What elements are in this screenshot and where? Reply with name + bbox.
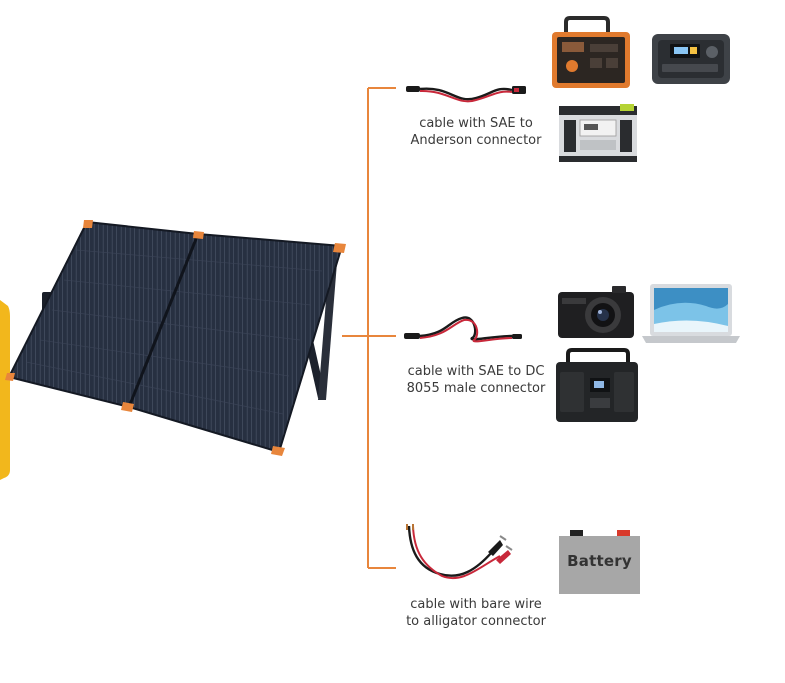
folding-solar-panel bbox=[5, 220, 346, 456]
goal-zero-yeti-icon bbox=[559, 104, 637, 162]
side-tab bbox=[0, 300, 10, 480]
caption-line: cable with SAE to DC bbox=[407, 364, 545, 379]
battery-icon bbox=[559, 530, 640, 594]
cable-sae-dc8055-icon bbox=[404, 316, 522, 343]
black-power-station-icon bbox=[556, 348, 638, 422]
grey-power-station-icon bbox=[652, 34, 730, 84]
caption-sae-anderson: cable with SAE to Anderson connector bbox=[388, 115, 564, 149]
caption-alligator: cable with bare wire to alligator connec… bbox=[388, 596, 564, 630]
cable-sae-anderson-icon bbox=[406, 86, 526, 103]
battery-label: Battery bbox=[567, 552, 632, 570]
caption-sae-dc8055: cable with SAE to DC 8055 male connector bbox=[388, 363, 564, 397]
connector-lines bbox=[342, 87, 396, 569]
orange-power-station-icon bbox=[552, 16, 630, 88]
caption-line: cable with SAE to bbox=[419, 116, 533, 131]
caption-line: cable with bare wire bbox=[410, 597, 542, 612]
caption-line: to alligator connector bbox=[406, 614, 546, 629]
laptop-icon bbox=[642, 284, 740, 343]
compact-camera-icon bbox=[558, 286, 634, 338]
caption-line: 8055 male connector bbox=[406, 381, 546, 396]
caption-line: Anderson connector bbox=[410, 133, 542, 148]
cable-alligator-icon bbox=[406, 524, 513, 580]
panel-corner-caps bbox=[5, 220, 346, 456]
